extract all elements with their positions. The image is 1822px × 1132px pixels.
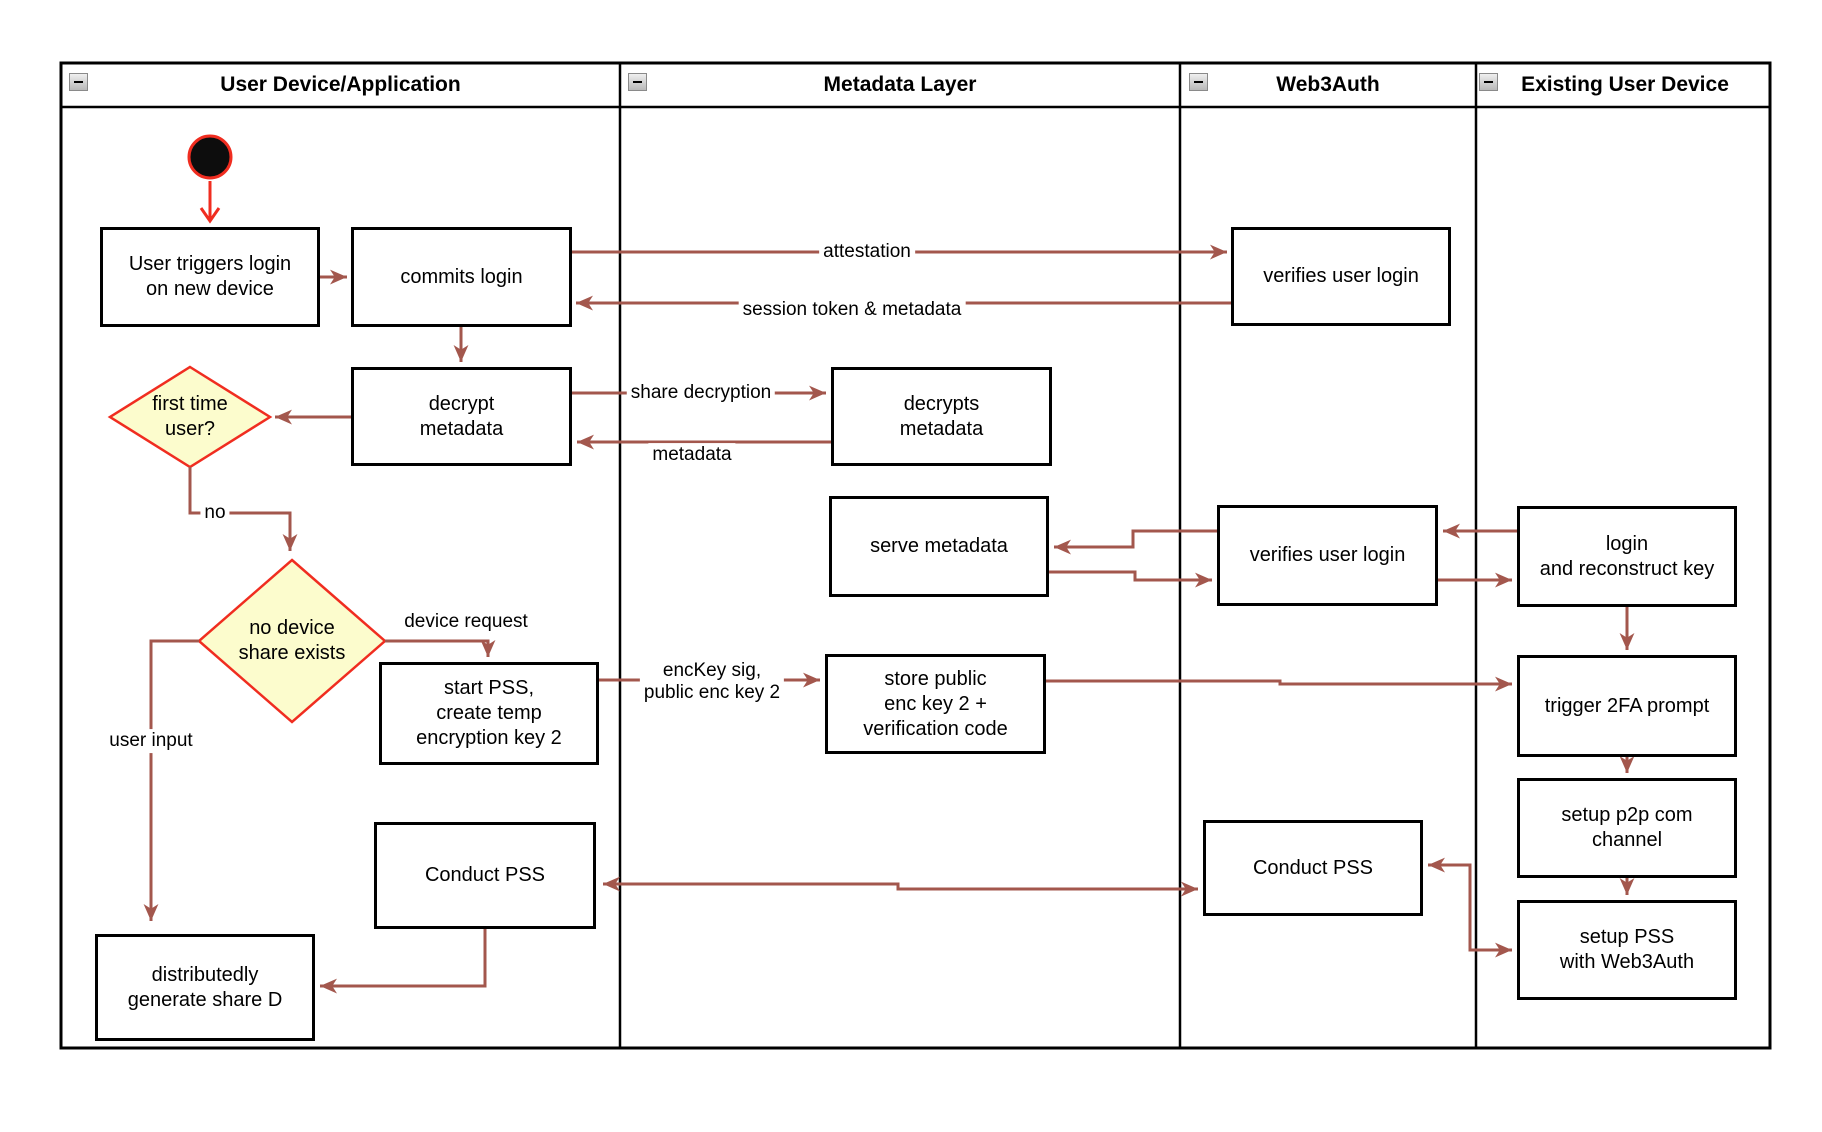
minus-glyph (633, 81, 642, 83)
edge-device-request (385, 639, 496, 657)
lane-title-metadata-layer: Metadata Layer (823, 73, 977, 96)
lane-title-user-device-application: User Device/Application (220, 73, 461, 96)
node-trigger-2fa-prompt: trigger 2FA prompt (1517, 655, 1737, 757)
collapse-icon[interactable] (628, 73, 647, 91)
edge-user-input (143, 639, 199, 921)
node-store-public-enc-key: store public enc key 2 + verification co… (825, 654, 1046, 754)
node-login-and-reconstruct-key: login and reconstruct key (1517, 506, 1737, 607)
decision-label-no-device-share: no device share exists (238, 617, 346, 664)
node-setup-pss-web3auth: setup PSS with Web3Auth (1517, 900, 1737, 1000)
node-distributedly-generate-share: distributedly generate share D (95, 934, 315, 1041)
edge-label-no: no (200, 501, 230, 525)
edge-store-to-2fa (1046, 676, 1512, 692)
edge-label-device-request: device request (400, 610, 532, 634)
edge-conduct-to-distributedly (320, 929, 487, 994)
minus-glyph (1484, 81, 1493, 83)
lane-title-existing-user-device: Existing User Device (1521, 73, 1729, 96)
edge-conduct-to-setup-pss (1428, 857, 1512, 958)
node-decrypts-metadata: decrypts metadata (831, 367, 1052, 466)
node-verifies-user-login-2: verifies user login (1217, 505, 1438, 606)
minus-glyph (1194, 81, 1203, 83)
node-conduct-pss-left: Conduct PSS (374, 822, 596, 929)
node-decrypt-metadata: decrypt metadata (351, 367, 572, 466)
node-user-triggers-login: User triggers login on new device (100, 227, 320, 327)
edge-label-user-input: user input (105, 729, 197, 753)
collapse-icon[interactable] (1189, 73, 1208, 91)
edge-label-enckey: encKey sig, public enc key 2 (639, 659, 785, 705)
collapse-icon[interactable] (1479, 73, 1498, 91)
lane-title-web3auth: Web3Auth (1276, 73, 1380, 96)
node-start-pss: start PSS, create temp encryption key 2 (379, 662, 599, 765)
node-setup-p2p-channel: setup p2p com channel (1517, 778, 1737, 878)
node-serve-metadata: serve metadata (829, 496, 1049, 597)
node-conduct-pss-right: Conduct PSS (1203, 820, 1423, 916)
edge-label-metadata: metadata (648, 443, 736, 467)
start-arrowhead-icon (199, 207, 221, 224)
collapse-icon[interactable] (69, 73, 88, 91)
start-node (187, 134, 233, 224)
edge-label-attestation: attestation (819, 240, 915, 264)
minus-glyph (74, 81, 83, 83)
edge-conduct-pss-bidirectional (603, 876, 1198, 897)
edge-verifies2-to-serve (1054, 529, 1217, 555)
decision-label-first-time-user: first time user? (152, 393, 228, 440)
node-verifies-user-login-1: verifies user login (1231, 227, 1451, 326)
edge-serve-to-verifies2 (1049, 570, 1212, 588)
node-commits-login: commits login (351, 227, 572, 327)
edge-label-session-token: session token & metadata (738, 298, 966, 322)
edge-label-share-decryption: share decryption (626, 381, 776, 405)
